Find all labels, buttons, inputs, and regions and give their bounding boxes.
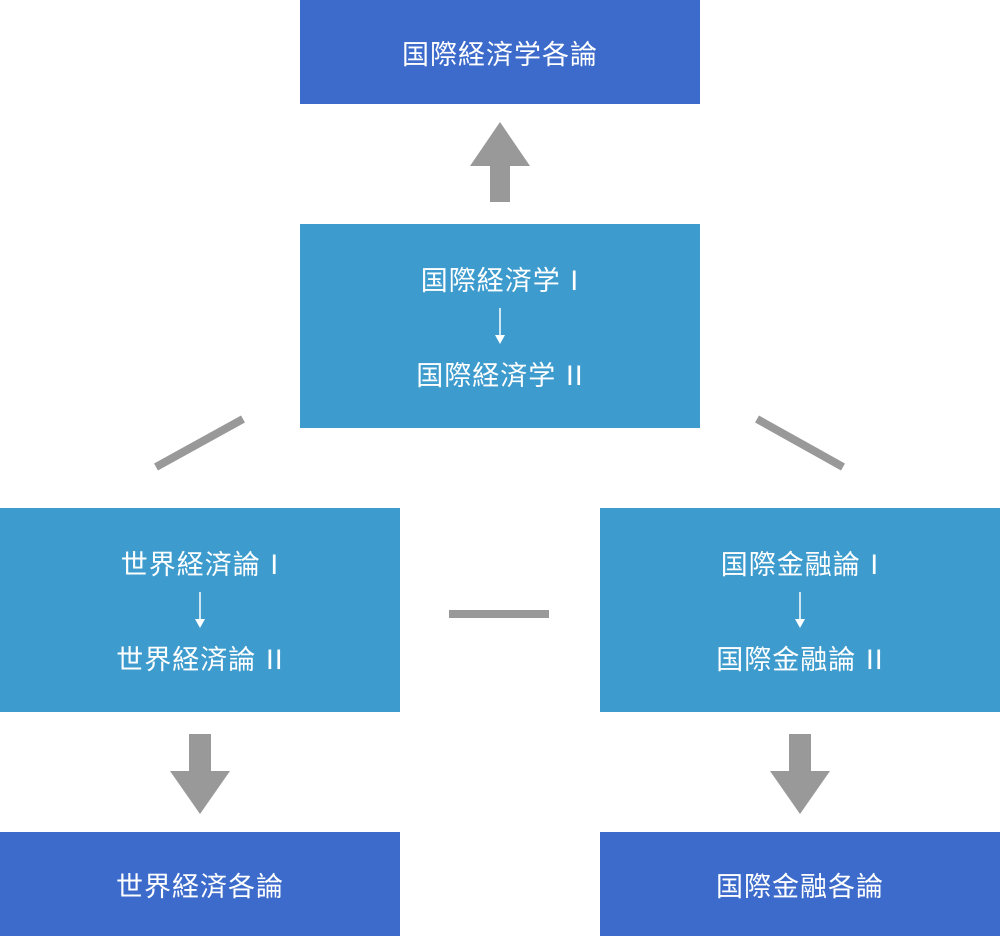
box-international-economics-advanced: 国際経済学各論 bbox=[300, 0, 700, 104]
course-label-2: 国際経済学 II bbox=[416, 361, 584, 392]
arrow-up-icon bbox=[470, 122, 530, 202]
box-world-economy: 世界経済論 I 世界経済論 II bbox=[0, 508, 400, 712]
arrow-down-right-icon bbox=[770, 734, 830, 814]
small-arrow-down-icon bbox=[495, 308, 505, 344]
box-international-finance: 国際金融論 I 国際金融論 II bbox=[600, 508, 1000, 712]
course-label-1: 国際金融論 I bbox=[720, 550, 880, 581]
course-label-1: 国際経済学 I bbox=[420, 266, 580, 297]
course-label-1: 世界経済論 I bbox=[120, 550, 280, 581]
box-label: 世界経済各論 bbox=[116, 871, 284, 903]
small-arrow-down-icon bbox=[795, 592, 805, 628]
course-label-2: 世界経済論 II bbox=[116, 645, 284, 676]
course-label-2: 国際金融論 II bbox=[716, 645, 884, 676]
connector-left-diagonal bbox=[154, 415, 245, 471]
box-world-economy-advanced: 世界経済各論 bbox=[0, 832, 400, 936]
box-international-economics: 国際経済学 I 国際経済学 II bbox=[300, 224, 700, 428]
box-label: 国際経済学各論 bbox=[402, 39, 598, 71]
connector-right-diagonal bbox=[755, 415, 845, 471]
box-label: 国際金融各論 bbox=[716, 871, 884, 903]
small-arrow-down-icon bbox=[195, 592, 205, 628]
box-international-finance-advanced: 国際金融各論 bbox=[600, 832, 1000, 936]
arrow-down-left-icon bbox=[170, 734, 230, 814]
